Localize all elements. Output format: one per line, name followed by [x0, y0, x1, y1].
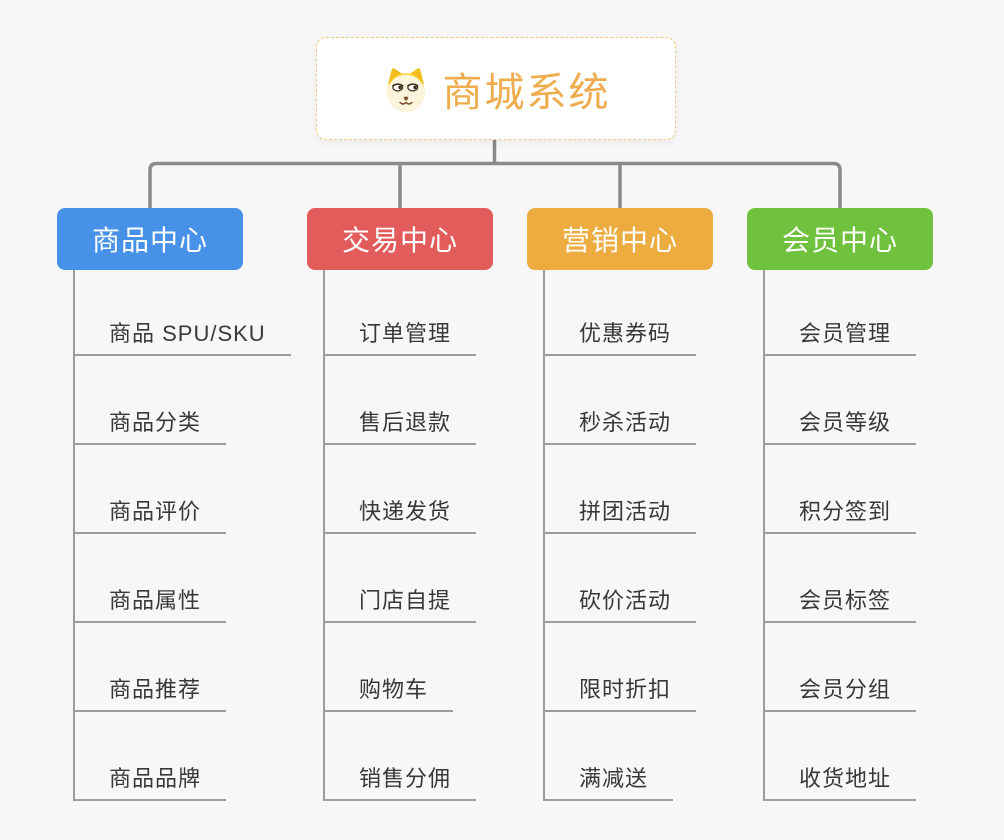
child-node[interactable]: 满减送 — [545, 761, 674, 801]
child-node[interactable]: 会员等级 — [765, 405, 917, 445]
child-row: 销售分佣 — [325, 712, 477, 801]
child-node[interactable]: 会员分组 — [765, 672, 917, 712]
child-row: 会员标签 — [765, 534, 917, 623]
child-node[interactable]: 秒杀活动 — [545, 405, 697, 445]
child-node[interactable]: 商品 SPU/SKU — [75, 316, 291, 356]
child-node[interactable]: 积分签到 — [765, 494, 917, 534]
child-row: 满减送 — [545, 712, 696, 801]
child-node[interactable]: 会员管理 — [765, 316, 917, 356]
child-node[interactable]: 销售分佣 — [325, 761, 477, 801]
dog-face-icon — [386, 67, 425, 112]
child-node[interactable]: 收货地址 — [765, 761, 917, 801]
child-node[interactable]: 优惠券码 — [545, 316, 697, 356]
root-node[interactable]: 商城系统 — [316, 37, 676, 140]
child-row: 商品 SPU/SKU — [75, 270, 291, 356]
branch-node-product-center[interactable]: 商品中心 — [57, 208, 243, 270]
child-row: 收货地址 — [765, 712, 917, 801]
child-node[interactable]: 会员标签 — [765, 583, 917, 623]
child-node[interactable]: 限时折扣 — [545, 672, 697, 712]
branch-rail-line — [148, 161, 842, 208]
branch-node-member-center[interactable]: 会员中心 — [747, 208, 933, 270]
child-node[interactable]: 拼团活动 — [545, 494, 697, 534]
child-row: 订单管理 — [325, 270, 477, 356]
child-row: 门店自提 — [325, 534, 477, 623]
child-row: 拼团活动 — [545, 445, 697, 534]
child-node[interactable]: 售后退款 — [325, 405, 477, 445]
child-node[interactable]: 门店自提 — [325, 583, 477, 623]
child-row: 商品属性 — [75, 534, 291, 623]
child-row: 售后退款 — [325, 356, 477, 445]
child-row: 会员管理 — [765, 270, 917, 356]
child-node[interactable]: 订单管理 — [325, 316, 477, 356]
child-node[interactable]: 商品分类 — [75, 405, 227, 445]
child-row: 商品分类 — [75, 356, 291, 445]
child-row: 商品推荐 — [75, 623, 291, 712]
branch-node-marketing-center[interactable]: 营销中心 — [527, 208, 713, 270]
child-node[interactable]: 商品推荐 — [75, 672, 227, 712]
child-row: 优惠券码 — [545, 270, 697, 356]
child-row: 购物车 — [325, 623, 476, 712]
child-row: 秒杀活动 — [545, 356, 697, 445]
child-node[interactable]: 购物车 — [325, 672, 454, 712]
child-row: 积分签到 — [765, 445, 917, 534]
child-row: 会员等级 — [765, 356, 917, 445]
child-node[interactable]: 商品属性 — [75, 583, 227, 623]
branch-children-member: 会员管理 会员等级 积分签到 会员标签 会员分组 收货地址 — [763, 270, 917, 801]
child-node[interactable]: 商品评价 — [75, 494, 227, 534]
child-row: 会员分组 — [765, 623, 917, 712]
branch-children-trade: 订单管理 售后退款 快递发货 门店自提 购物车 销售分佣 — [323, 270, 477, 801]
branch-node-trade-center[interactable]: 交易中心 — [307, 208, 493, 270]
child-row: 商品评价 — [75, 445, 291, 534]
child-row: 砍价活动 — [545, 534, 697, 623]
child-node[interactable]: 商品品牌 — [75, 761, 227, 801]
child-node[interactable]: 快递发货 — [325, 494, 477, 534]
child-node[interactable]: 砍价活动 — [545, 583, 697, 623]
child-row: 限时折扣 — [545, 623, 697, 712]
branch-children-marketing: 优惠券码 秒杀活动 拼团活动 砍价活动 限时折扣 满减送 — [543, 270, 697, 801]
root-title: 商城系统 — [442, 70, 611, 115]
branch-children-product: 商品 SPU/SKU 商品分类 商品评价 商品属性 商品推荐 商品品牌 — [73, 270, 291, 801]
child-row: 商品品牌 — [75, 712, 291, 801]
child-row: 快递发货 — [325, 445, 477, 534]
